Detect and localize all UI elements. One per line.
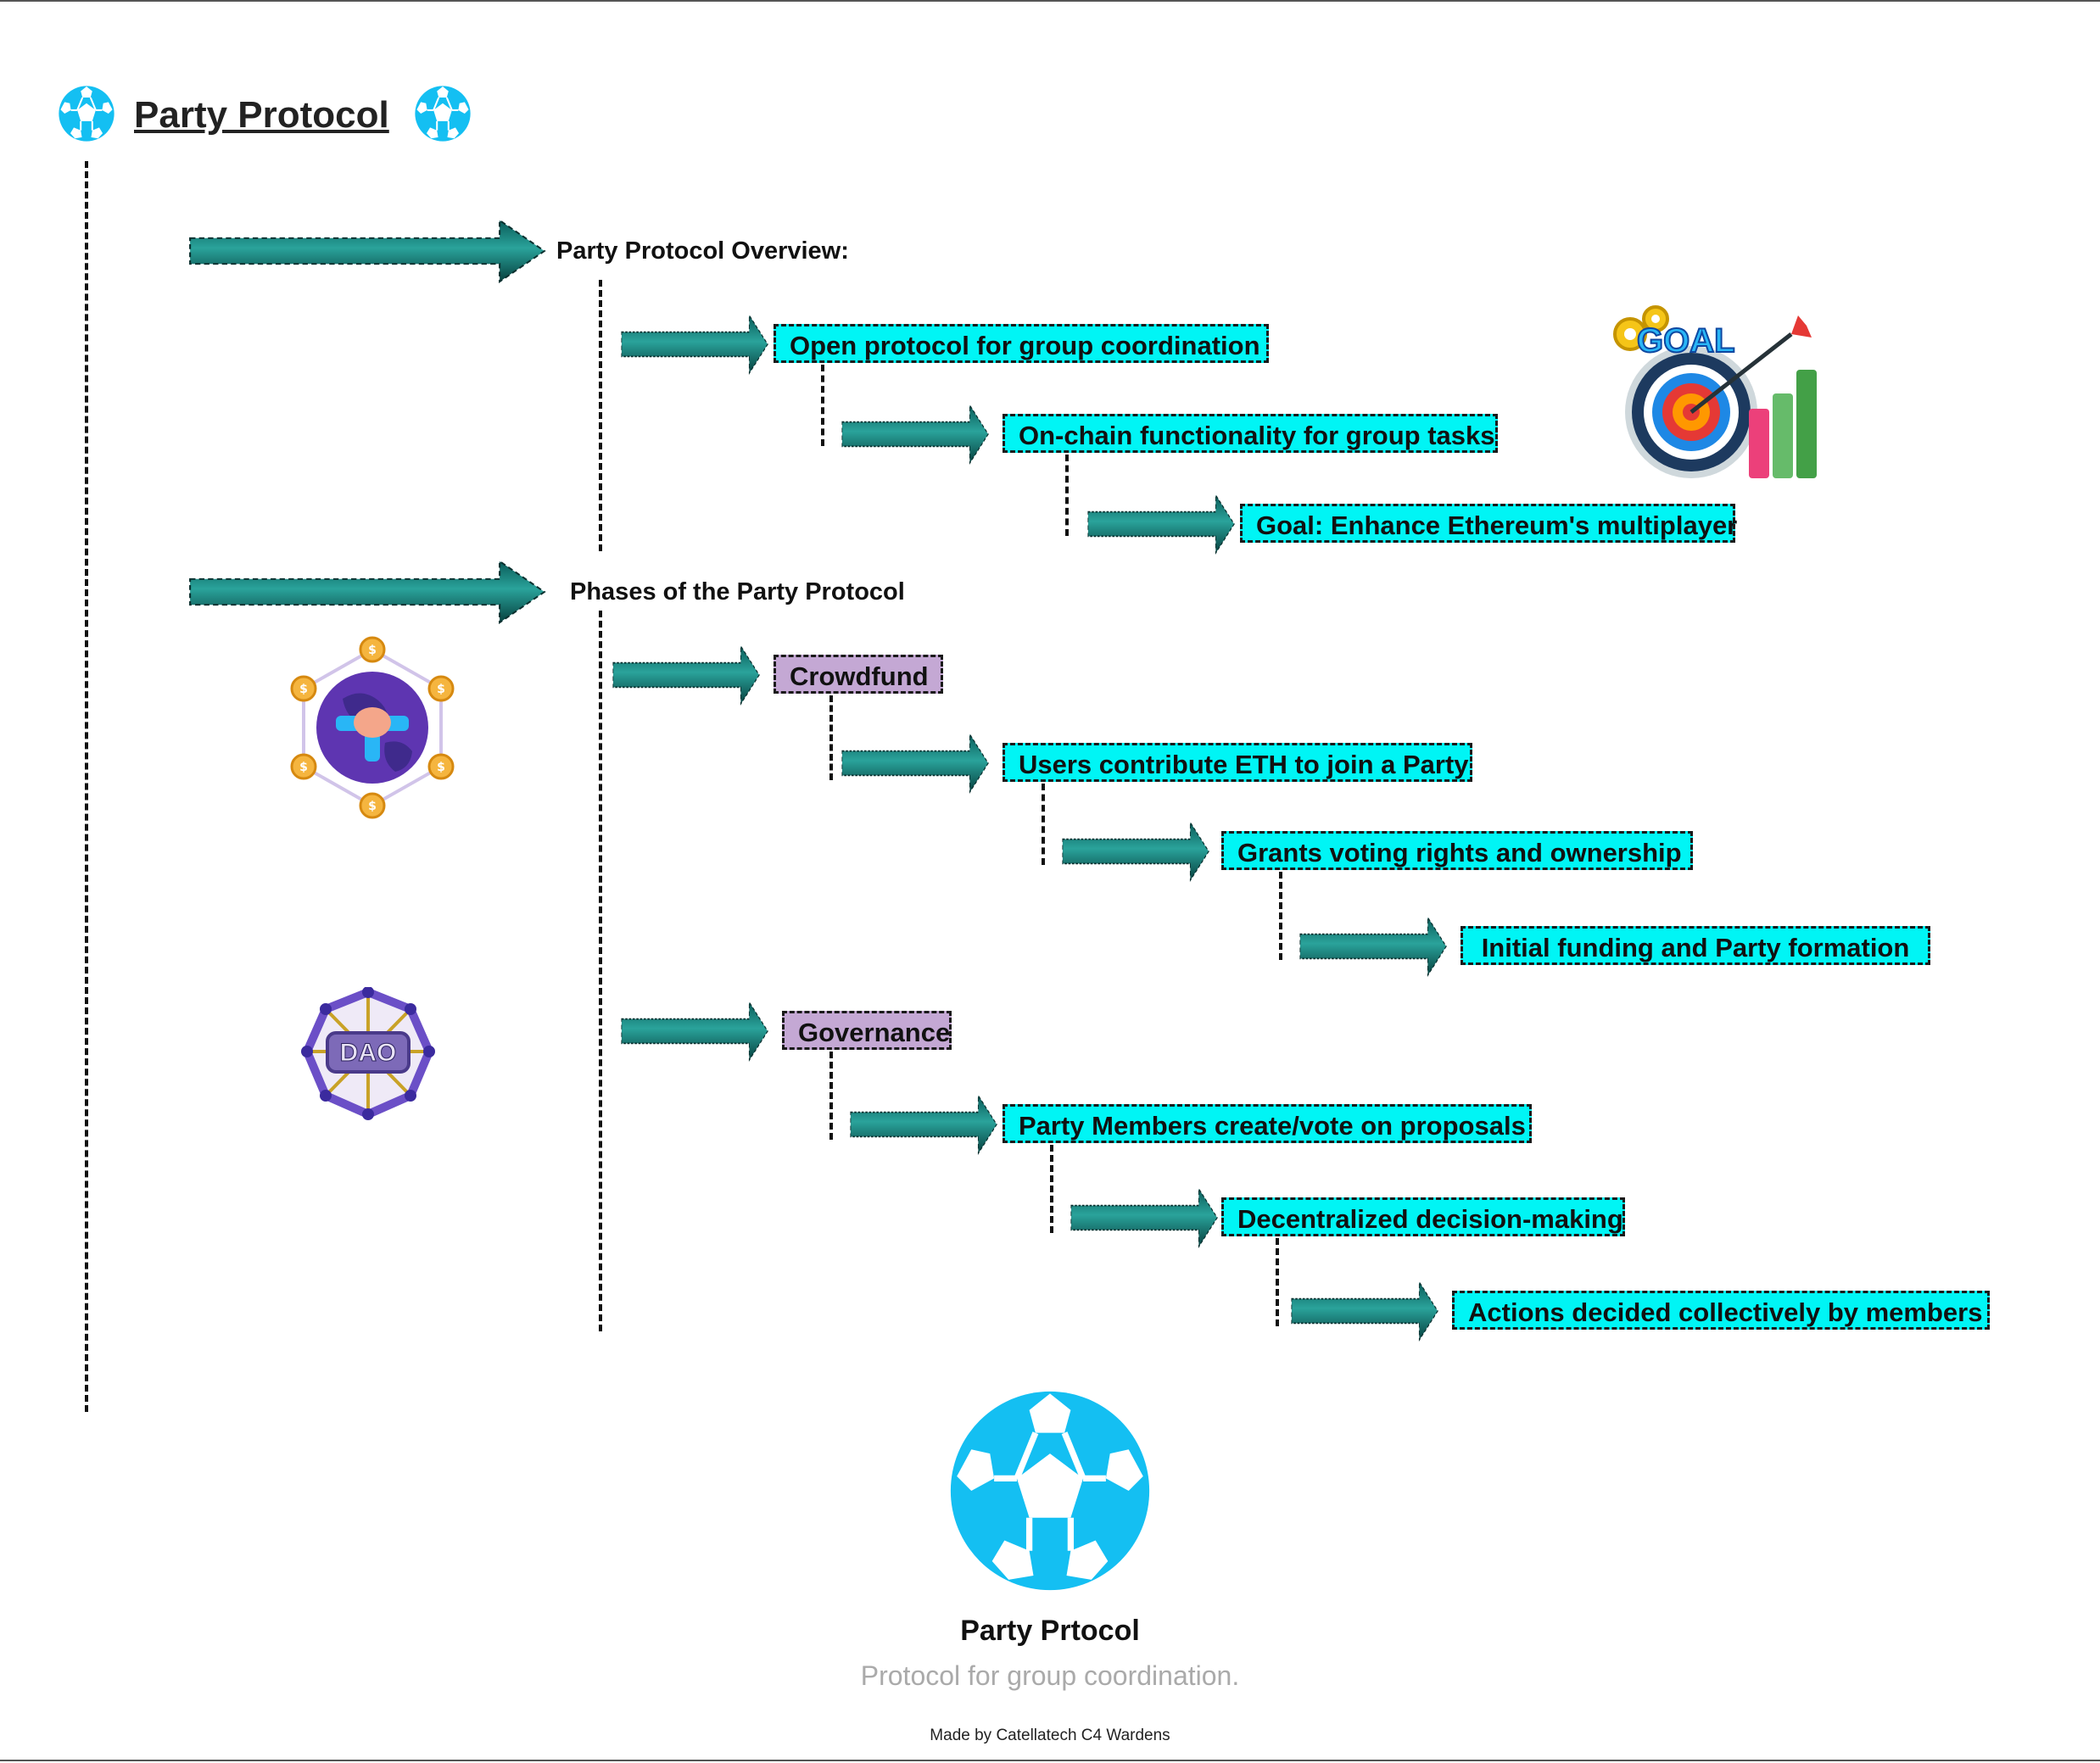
phases-heading: Phases of the Party Protocol [570,578,905,605]
party-protocol-ball-icon [414,85,472,142]
overview-connector-line [1065,455,1069,536]
page-title: Party Protocol [134,94,389,136]
crowdfund-item-1: Users contribute ETH to join a Party [1003,743,1472,782]
overview-item-3: Goal: Enhance Ethereum's multiplayer [1240,504,1737,543]
bottom-border [0,1760,2100,1761]
governance-item-arrow [850,1094,997,1155]
governance-item-1: Party Members create/vote on proposals [1003,1104,1532,1143]
dao-label: DAO [339,1039,397,1068]
crowdfund-item-3: Initial funding and Party formation [1461,926,1930,965]
crowdfund-arrow [612,644,760,706]
governance-item-3: Actions decided collectively by members [1452,1291,1990,1330]
svg-text:$: $ [299,761,308,774]
governance-item-2: Decentralized decision-making [1221,1197,1625,1236]
dao-icon [301,987,435,1120]
party-protocol-ball-icon [58,85,115,142]
overview-connector-line [599,280,602,551]
phases-connector-line [599,611,602,1331]
governance-connector-line [1050,1145,1053,1233]
crowdfund-connector-line [1279,872,1282,960]
crowdfund-connector-line [1042,784,1045,865]
footer-title: Party Prtocol [960,1615,1140,1647]
party-protocol-logo [947,1387,1153,1594]
crowdfund-item-arrow [1062,821,1209,882]
governance-item-arrow [1291,1280,1438,1342]
governance-item-arrow [1070,1187,1218,1248]
overview-item-2: On-chain functionality for group tasks [1003,414,1498,453]
overview-item-1: Open protocol for group coordination [774,324,1269,363]
phases-arrow [189,560,545,624]
overview-item-arrow [621,314,768,375]
crowdfund-item-arrow [841,733,989,794]
crowdfund-item-2: Grants voting rights and ownership [1221,831,1693,870]
svg-text:$: $ [368,800,377,813]
governance-connector-line [829,1052,833,1140]
goal-label: GOAL [1636,321,1736,360]
overview-arrow [189,219,545,283]
governance-node: Governance [782,1011,952,1050]
svg-text:$: $ [437,683,445,696]
svg-text:$: $ [437,761,445,774]
crowdfund-connector-line [829,695,833,780]
overview-connector-line [821,365,824,446]
overview-item-arrow [1087,494,1235,555]
svg-text:$: $ [368,644,377,657]
goal-target-icon [1613,305,1817,478]
overview-heading: Party Protocol Overview: [556,237,849,265]
crowdfund-item-arrow [1299,916,1447,977]
crowdfund-globe-icon: $ $ $ $ $ $ [290,636,455,819]
top-border [0,0,2100,2]
main-connector-line [85,161,88,1412]
footer-subtitle: Protocol for group coordination. [860,1660,1240,1691]
svg-text:$: $ [299,683,308,696]
footer-credit: Made by Catellatech C4 Wardens [930,1727,1170,1744]
overview-item-arrow [841,404,989,465]
crowdfund-node: Crowdfund [774,655,943,694]
governance-arrow [621,1001,768,1062]
governance-connector-line [1276,1238,1279,1326]
